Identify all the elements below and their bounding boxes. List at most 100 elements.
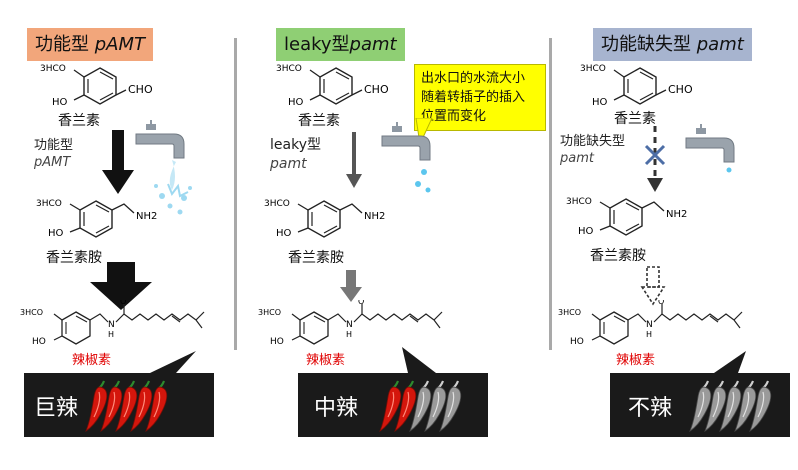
faucet-icon bbox=[381, 122, 431, 193]
vanillylamine-label: 香兰素胺 bbox=[590, 248, 646, 264]
red-pepper-icon bbox=[145, 380, 168, 433]
capsaicin-label: 辣椒素 bbox=[616, 353, 656, 368]
oxygen-label: O bbox=[658, 300, 664, 306]
red-pepper-icon bbox=[394, 380, 417, 433]
vanillylamine-structure-2: 3HCO HO NH2 bbox=[264, 199, 385, 239]
capsaicin-structure-1: 3HCO HO N H O bbox=[20, 300, 205, 347]
arrow-medium-2 bbox=[340, 270, 362, 302]
title-main: leaky型 bbox=[284, 34, 350, 55]
pepper-row bbox=[379, 380, 462, 433]
pungency-label: 中辣 bbox=[314, 396, 358, 421]
enzyme-label: 功能缺失型 pamt bbox=[560, 133, 625, 167]
vanillylamine-label: 香兰素胺 bbox=[288, 250, 344, 266]
red-pepper-icon bbox=[379, 380, 402, 433]
red-pepper-icon bbox=[100, 380, 123, 433]
methoxy-label: 3HCO bbox=[580, 64, 606, 74]
arrow-medium-1 bbox=[346, 132, 362, 188]
enzyme-gene: pamt bbox=[270, 156, 307, 172]
vanillin-label: 香兰素 bbox=[298, 113, 340, 129]
gray-pepper-icon bbox=[734, 380, 757, 433]
vanillin-label: 香兰素 bbox=[58, 113, 100, 129]
gray-pepper-icon bbox=[719, 380, 742, 433]
methoxy-label: 3HCO bbox=[258, 308, 281, 317]
gray-pepper-icon bbox=[704, 380, 727, 433]
oxygen-label: O bbox=[358, 300, 364, 306]
pungency-box-1: 巨辣 bbox=[24, 351, 214, 437]
capsaicin-structure-3: 3HCO HO N H O bbox=[558, 300, 743, 347]
methoxy-label: 3HCO bbox=[558, 308, 581, 317]
title-gene: pamt bbox=[349, 34, 397, 55]
amine-label: NH2 bbox=[364, 211, 385, 222]
arrow-strong-1 bbox=[102, 130, 134, 194]
hydrogen-label: H bbox=[346, 330, 352, 339]
gray-pepper-icon bbox=[749, 380, 772, 433]
title-main: 功能缺失型 bbox=[601, 34, 691, 55]
hydroxy-label: HO bbox=[592, 97, 608, 108]
title-gene: pamt bbox=[696, 34, 744, 55]
vanillin-structure-2: 3HCO HO CHO bbox=[276, 64, 389, 108]
vanillin-structure-3: 3HCO HO CHO bbox=[580, 64, 693, 108]
enzyme-type: leaky型 bbox=[270, 137, 321, 153]
divider-right bbox=[549, 38, 552, 350]
hydrogen-label: H bbox=[646, 330, 652, 339]
enzyme-gene: pAMT bbox=[34, 155, 71, 170]
enzyme-type: 功能型 bbox=[34, 138, 74, 153]
hydroxy-label: HO bbox=[52, 97, 68, 108]
gray-pepper-icon bbox=[689, 380, 712, 433]
capsaicin-structure-2: 3HCO HO N H O bbox=[258, 300, 443, 347]
aldehyde-label: CHO bbox=[668, 83, 693, 96]
hydroxy-label: HO bbox=[270, 337, 284, 347]
capsaicin-label: 辣椒素 bbox=[306, 353, 346, 368]
callout-line: 随着转插子的插入 bbox=[421, 90, 526, 105]
red-pepper-icon bbox=[115, 380, 138, 433]
arrow-blocked bbox=[644, 126, 666, 192]
faucet-icon bbox=[135, 120, 192, 215]
hydroxy-label: HO bbox=[288, 97, 304, 108]
red-pepper-icon bbox=[130, 380, 153, 433]
amine-label: NH2 bbox=[666, 209, 687, 220]
methoxy-label: 3HCO bbox=[40, 64, 66, 74]
methoxy-label: 3HCO bbox=[264, 199, 290, 209]
red-pepper-icon bbox=[85, 380, 108, 433]
pungency-label: 巨辣 bbox=[34, 396, 78, 421]
panel-title-leaky: leaky型pamt bbox=[276, 28, 405, 61]
pungency-box-3: 不辣 bbox=[610, 351, 790, 437]
vanillylamine-structure-3: 3HCO HO NH2 bbox=[566, 197, 687, 237]
nitrogen-label: N bbox=[646, 320, 653, 330]
methoxy-label: 3HCO bbox=[276, 64, 302, 74]
pungency-label: 不辣 bbox=[628, 396, 672, 421]
faucet-icon bbox=[685, 124, 735, 173]
enzyme-type: 功能缺失型 bbox=[560, 134, 626, 149]
panel-title-loss-of-function: 功能缺失型 pamt bbox=[593, 28, 752, 61]
gray-pepper-icon bbox=[424, 380, 447, 433]
oxygen-label: O bbox=[120, 300, 126, 306]
enzyme-gene: pamt bbox=[560, 151, 594, 166]
title-gene: pAMT bbox=[94, 34, 145, 55]
nitrogen-label: N bbox=[108, 320, 115, 330]
callout-line: 出水口的水流大小 bbox=[421, 71, 526, 86]
hydroxy-label: HO bbox=[48, 228, 64, 239]
gray-pepper-icon bbox=[409, 380, 432, 433]
pepper-row bbox=[689, 380, 772, 433]
vanillylamine-label: 香兰素胺 bbox=[46, 250, 102, 266]
vanillin-structure-1: 3HCO HO CHO bbox=[40, 64, 153, 108]
aldehyde-label: CHO bbox=[128, 83, 153, 96]
hydroxy-label: HO bbox=[570, 337, 584, 347]
callout-line: 位置而变化 bbox=[421, 109, 487, 124]
aldehyde-label: CHO bbox=[364, 83, 389, 96]
gray-pepper-icon bbox=[439, 380, 462, 433]
enzyme-label: leaky型 pamt bbox=[270, 136, 321, 174]
vanillylamine-structure-1: 3HCO HO NH2 bbox=[36, 199, 157, 239]
nitrogen-label: N bbox=[346, 320, 353, 330]
capsaicin-label: 辣椒素 bbox=[72, 353, 112, 368]
hydroxy-label: HO bbox=[276, 228, 292, 239]
vanillin-label: 香兰素 bbox=[614, 111, 656, 127]
hydrogen-label: H bbox=[108, 330, 114, 339]
methoxy-label: 3HCO bbox=[36, 199, 62, 209]
faucet-callout: 出水口的水流大小 随着转插子的插入 位置而变化 bbox=[414, 64, 546, 131]
pungency-box-2: 中辣 bbox=[298, 347, 488, 437]
methoxy-label: 3HCO bbox=[20, 308, 43, 317]
panel-title-functional: 功能型 pAMT bbox=[27, 28, 153, 61]
arrow-strong-2 bbox=[90, 262, 152, 310]
hydroxy-label: HO bbox=[578, 226, 594, 237]
